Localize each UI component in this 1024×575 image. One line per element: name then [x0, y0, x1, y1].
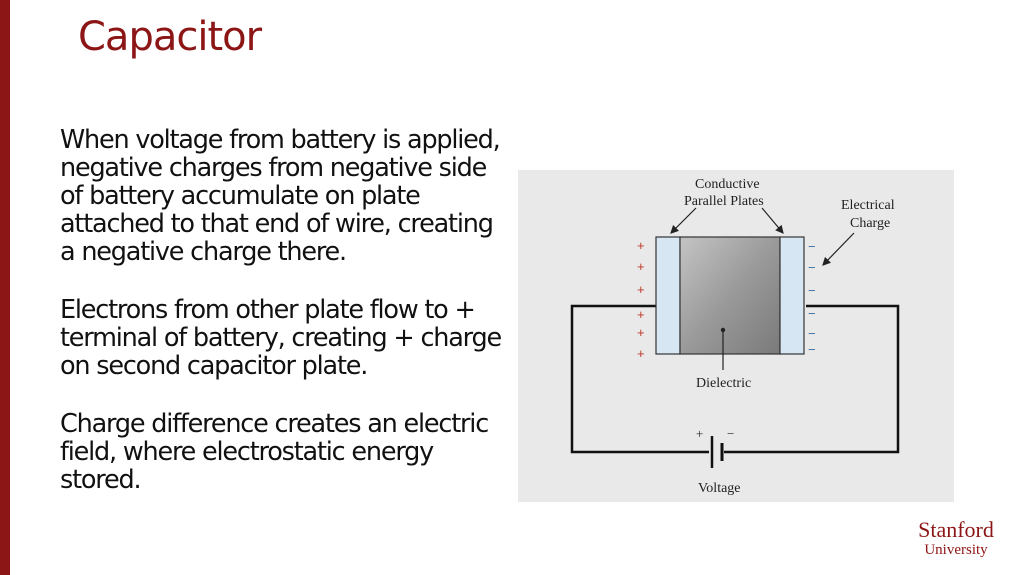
dielectric-label: Dielectric: [696, 376, 751, 391]
battery-minus-sign: −: [727, 426, 734, 441]
plus-sign: +: [637, 282, 645, 297]
slide-title: Capacitor: [78, 14, 262, 60]
voltage-label: Voltage: [698, 481, 741, 496]
minus-sign: −: [808, 260, 816, 275]
dielectric: [679, 236, 781, 355]
left-accent-bar: [0, 0, 10, 575]
minus-sign: −: [808, 239, 816, 254]
charge-label-line1: Electrical: [841, 198, 895, 213]
plus-sign: +: [637, 238, 645, 253]
charge-arrow: [822, 232, 855, 266]
bullet-1: When voltage from battery is applied, ne…: [60, 125, 501, 267]
plates-arrow-right: [761, 207, 784, 234]
minus-sign: −: [808, 342, 816, 357]
plates-label-line1: Conductive: [695, 177, 760, 192]
bullet-2: Electrons from other plate flow to + ter…: [60, 295, 502, 381]
circuit-wire: [570, 304, 900, 454]
capacitor-diagram: + − Voltage + + + + + + − − − − − − Cond…: [518, 170, 954, 502]
plus-sign: +: [637, 325, 645, 340]
stanford-logo: Stanford University: [906, 518, 1006, 559]
plus-sign: +: [637, 259, 645, 274]
plus-sign: +: [637, 346, 645, 361]
dielectric-leader-dot: [720, 327, 726, 333]
logo-line1: Stanford: [918, 517, 994, 542]
positive-charges: + + + + + +: [637, 238, 645, 361]
plates-arrow-left: [670, 207, 697, 234]
plus-sign: +: [637, 307, 645, 322]
bullet-list: When voltage from battery is applied, ne…: [60, 126, 510, 524]
minus-sign: −: [808, 306, 816, 321]
bullet-3: Charge difference creates an electric fi…: [60, 409, 489, 495]
right-plate: [779, 236, 805, 355]
battery-plus-sign: +: [696, 426, 703, 441]
minus-sign: −: [808, 326, 816, 341]
charge-label-line2: Charge: [850, 216, 890, 231]
plates-label-line2: Parallel Plates: [684, 194, 764, 209]
minus-sign: −: [808, 283, 816, 298]
left-plate: [655, 236, 681, 355]
logo-line2: University: [924, 542, 988, 558]
negative-charges: − − − − − −: [808, 239, 816, 357]
capacitor-diagram-svg: + − Voltage + + + + + + − − − − − − Cond…: [570, 177, 900, 496]
